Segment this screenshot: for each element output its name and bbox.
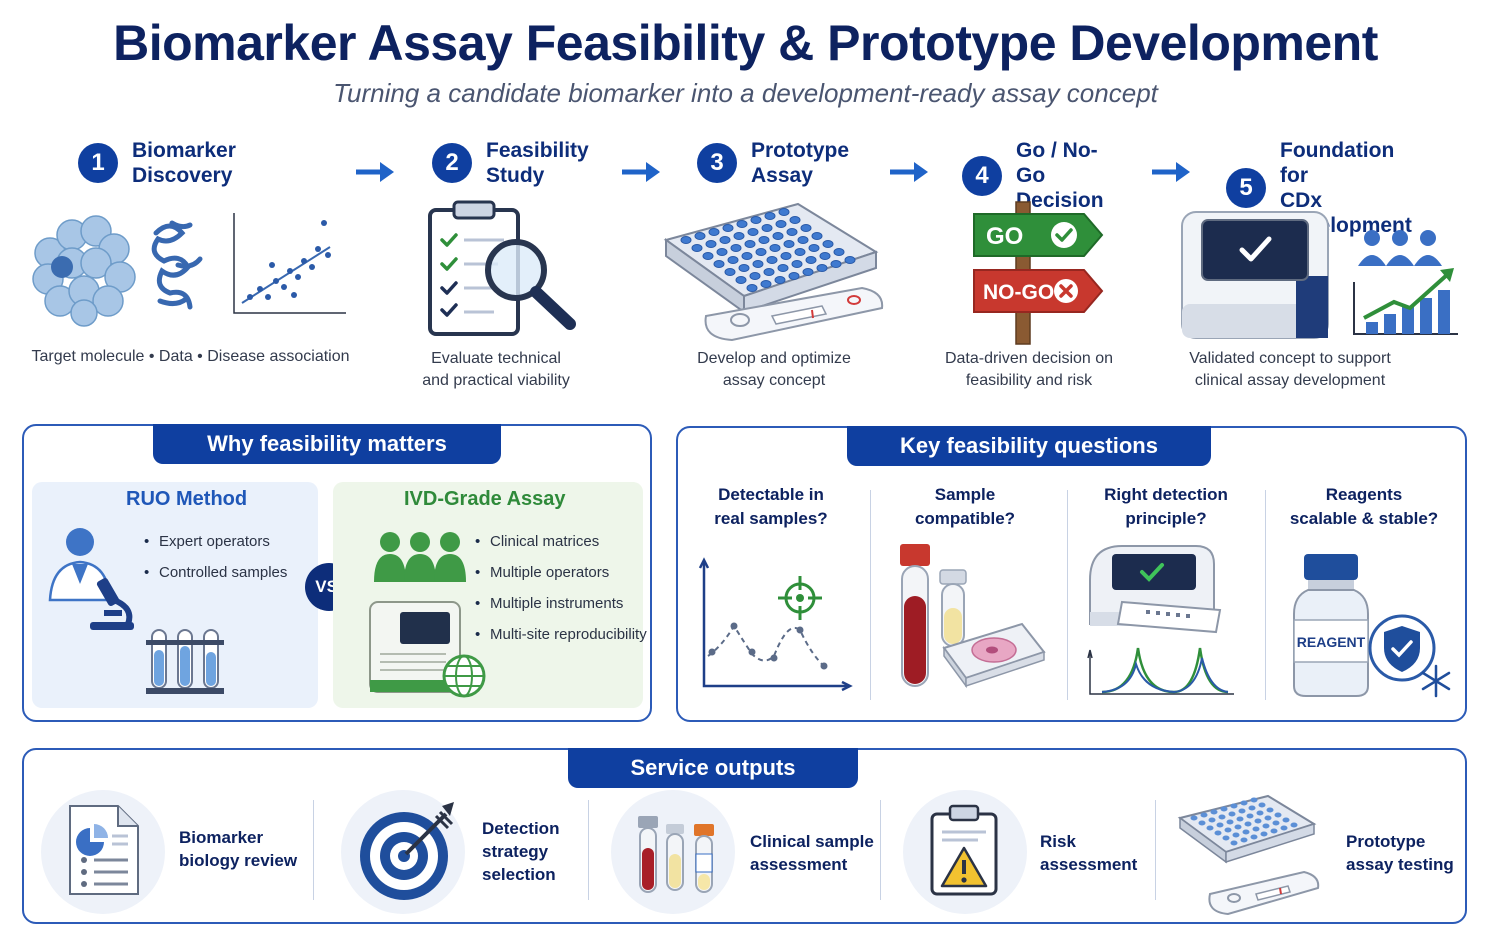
divider — [1155, 800, 1156, 900]
plate-cassette-icon — [1177, 794, 1320, 916]
divider — [1265, 490, 1266, 700]
test-tubes-rack-icon — [146, 629, 224, 694]
step-title: Go / No-Go Decision — [1016, 139, 1104, 212]
output-label: Clinical sample assessment — [750, 832, 874, 874]
service-outputs-title: Service outputs — [568, 748, 858, 788]
key-questions-title: Key feasibility questions — [847, 426, 1211, 466]
tubes-icon — [638, 816, 714, 893]
divider — [880, 800, 881, 900]
ivd-instrument-globe-icon — [369, 601, 486, 698]
ivd-bullet: Clinical matrices — [475, 531, 647, 562]
ruo-method-title: RUO Method — [126, 488, 248, 510]
sample-tubes-icon — [900, 544, 1046, 689]
ruo-bullets: Expert operators Controlled samples — [144, 531, 287, 593]
output-label: Biomarker biology review — [179, 828, 298, 870]
operators-group-icon — [374, 532, 466, 582]
divider — [870, 490, 871, 700]
divider — [313, 800, 314, 900]
ruo-bullet: Expert operators — [144, 531, 287, 562]
output-label: Prototype assay testing — [1346, 832, 1454, 874]
step-description: Data-driven decision on feasibility and … — [944, 350, 1114, 389]
output-label: Detection strategy selection — [482, 819, 560, 884]
divider — [588, 800, 589, 900]
question-label: Sample compatible? — [914, 485, 1016, 528]
step-number: 4 — [962, 155, 1002, 196]
step-title: Biomarker Discovery — [132, 139, 236, 187]
step-number: 1 — [78, 143, 118, 183]
output-label: Risk assessment — [1040, 832, 1138, 874]
ivd-bullet: Multiple instruments — [475, 593, 647, 624]
step-description: Target molecule • Data • Disease associa… — [31, 348, 350, 365]
ivd-bullets: Clinical matrices Multiple operators Mul… — [475, 531, 647, 655]
reagent-label: REAGENT — [1297, 634, 1366, 650]
target-icon — [360, 802, 454, 900]
ivd-bullet: Multi-site reproducibility — [475, 624, 647, 655]
step-description: Develop and optimize assay concept — [697, 350, 851, 389]
question-label: Right detection principle? — [1104, 485, 1228, 528]
step-number: 2 — [432, 143, 472, 183]
nogo-label: NO-GO — [983, 281, 1054, 304]
page-title: Biomarker Assay Feasibility & Prototype … — [113, 15, 1378, 71]
why-feasibility-title: Why feasibility matters — [153, 424, 501, 464]
arrow-right-icon — [890, 162, 928, 182]
detection-graph-icon — [698, 557, 853, 692]
scientist-microscope-icon — [48, 528, 134, 630]
arrow-right-icon — [1152, 162, 1190, 182]
go-label: GO — [986, 223, 1023, 250]
arrow-right-icon — [622, 162, 660, 182]
analyzer-growth-icon — [1181, 211, 1458, 339]
page-subtitle: Turning a candidate biomarker into a dev… — [333, 78, 1158, 108]
ivd-assay-title: IVD-Grade Assay — [404, 488, 566, 510]
question-label: Reagents scalable & stable? — [1289, 485, 1439, 528]
ruo-bullet: Controlled samples — [144, 562, 287, 593]
warning-clipboard-icon — [930, 804, 998, 896]
clipboard-magnifier-icon — [428, 200, 576, 336]
divider — [1067, 490, 1068, 700]
step-description: Evaluate technical and practical viabili… — [422, 350, 570, 389]
step-number: 5 — [1226, 168, 1266, 208]
cell-protein-scatter-icon — [32, 213, 346, 327]
step-description: Validated concept to support clinical as… — [1189, 350, 1391, 389]
arrow-right-icon — [356, 162, 394, 182]
step-title: Feasibility Study — [486, 139, 589, 187]
step-number: 3 — [697, 143, 737, 183]
reader-peaks-icon — [1087, 545, 1234, 695]
reagent-bottle-icon: REAGENT — [1293, 554, 1451, 698]
question-label: Detectable in real samples? — [714, 485, 828, 528]
document-chart-icon — [69, 805, 139, 895]
ivd-bullet: Multiple operators — [475, 562, 647, 593]
well-plate-cassette-icon — [663, 202, 884, 342]
step-title: Prototype Assay — [751, 139, 850, 187]
signpost-icon: GO NO-GO — [973, 201, 1104, 345]
